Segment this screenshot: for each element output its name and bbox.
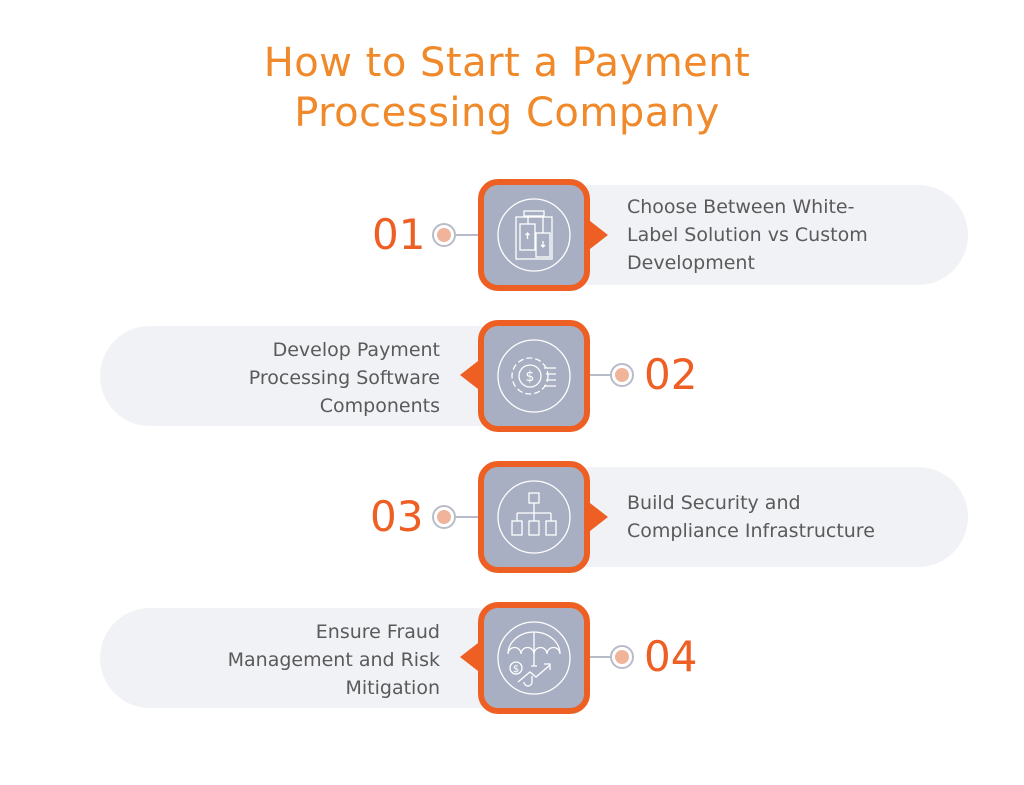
connector [456,234,478,236]
step-1-dot [432,223,456,247]
pointer-arrow [460,361,478,389]
step-3-number: 03 [370,492,424,541]
gear-dollar-icon: $ [478,320,590,432]
step-1-text: Choose Between White-Label Solution vs C… [627,196,868,274]
step-2-dot [610,363,634,387]
white-label-layout-icon [478,179,590,291]
pointer-arrow [590,221,608,249]
step-4-dot [610,645,634,669]
connector [590,656,612,658]
umbrella-risk-icon: $ [478,602,590,714]
svg-text:$: $ [526,369,535,385]
step-4-number: 04 [644,632,698,681]
svg-text:$: $ [513,664,519,675]
connector [456,516,478,518]
pointer-arrow [460,643,478,671]
hierarchy-icon [478,461,590,573]
pointer-arrow [590,503,608,531]
connector [590,374,612,376]
step-1-number: 01 [372,210,426,259]
step-3-dot [432,505,456,529]
page-title: How to Start a Payment Processing Compan… [263,40,751,136]
step-2-number: 02 [644,350,698,399]
